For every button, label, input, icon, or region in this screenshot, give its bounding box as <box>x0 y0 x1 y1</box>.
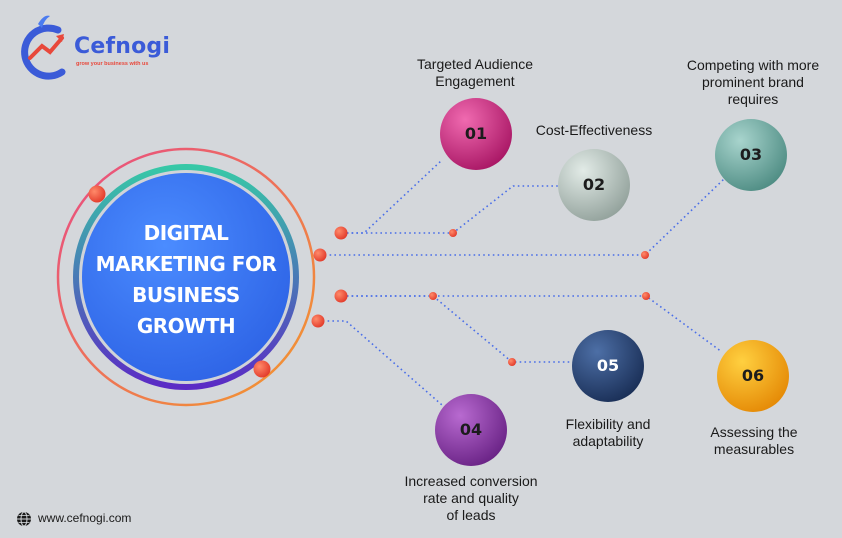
label-line: requires <box>727 91 779 107</box>
item-sphere-02 <box>558 149 630 221</box>
item-number-05: 05 <box>596 356 620 375</box>
connector-01 <box>342 159 443 234</box>
main-title: DIGITAL MARKETING FOR BUSINESS GROWTH <box>84 218 288 342</box>
footer: www.cefnogi.com <box>16 511 131 525</box>
item-sphere-06 <box>717 340 789 412</box>
label-line: adaptability <box>572 433 644 449</box>
item-label-03: Competing with more prominent brand requ… <box>668 57 838 108</box>
item-number-01: 01 <box>464 124 488 143</box>
main-title-line: BUSINESS GROWTH <box>132 283 240 338</box>
main-title-line: DIGITAL <box>143 221 229 245</box>
label-line: Targeted Audience <box>417 56 533 72</box>
item-label-06: Assessing the measurables <box>679 424 829 458</box>
label-line: Flexibility and <box>565 416 651 432</box>
connector-06 <box>342 295 723 353</box>
connector-04 <box>318 320 443 406</box>
label-line: Competing with more <box>686 57 820 73</box>
connector-05 <box>342 295 575 363</box>
item-sphere-04 <box>435 394 507 466</box>
globe-icon <box>17 511 31 527</box>
item-sphere-05 <box>572 330 644 402</box>
item-label-04: Increased conversion rate and quality of… <box>386 473 556 524</box>
main-title-line: MARKETING FOR <box>95 252 277 276</box>
item-sphere-01 <box>440 98 512 170</box>
connector-03 <box>320 177 726 256</box>
item-number-02: 02 <box>582 175 606 194</box>
item-label-01: Targeted Audience Engagement <box>395 56 555 90</box>
label-line: Engagement <box>435 73 515 89</box>
item-number-03: 03 <box>739 145 763 164</box>
label-line: Assessing the <box>710 424 798 440</box>
label-line: prominent brand <box>702 74 804 90</box>
brand-tagline: grow your business with us <box>76 61 149 67</box>
label-line: measurables <box>713 441 795 457</box>
connector-dots <box>311 226 650 366</box>
label-line: Increased conversion <box>404 473 538 489</box>
item-label-02: Cost-Effectiveness <box>514 122 674 139</box>
label-line: rate and quality <box>423 490 519 506</box>
label-line: Cost-Effectiveness <box>535 122 653 138</box>
connector-lines <box>318 159 726 406</box>
central-hub <box>56 147 316 407</box>
item-sphere-03 <box>715 119 787 191</box>
item-number-04: 04 <box>459 420 483 439</box>
connector-02 <box>342 185 558 234</box>
label-line: of leads <box>446 507 496 523</box>
logo-swoosh-icon <box>21 15 66 80</box>
item-number-06: 06 <box>741 366 765 385</box>
brand-name: Cefnogi <box>74 34 171 59</box>
website-link[interactable]: www.cefnogi.com <box>38 511 132 525</box>
item-label-05: Flexibility and adaptability <box>533 416 683 450</box>
